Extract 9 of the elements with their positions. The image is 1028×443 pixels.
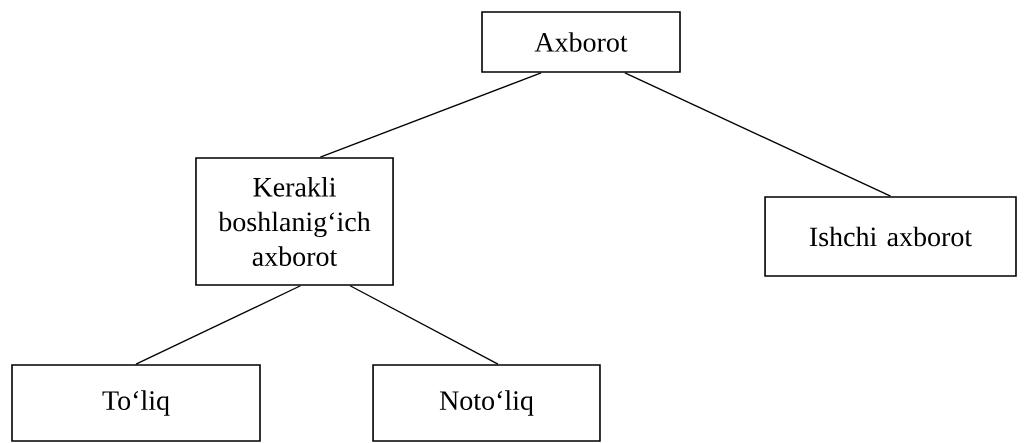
connector-line bbox=[319, 72, 542, 158]
connector-line bbox=[135, 285, 302, 365]
connector-line bbox=[349, 285, 499, 365]
text-box: Noto‘liq bbox=[372, 364, 601, 442]
text-box: Kerakli boshlanig‘ich axborot bbox=[195, 157, 394, 286]
text-box: To‘liq bbox=[11, 364, 261, 442]
text-box: Axborot bbox=[481, 11, 681, 73]
text-box: Ishchi axborot bbox=[764, 196, 1017, 277]
connector-line bbox=[624, 72, 892, 197]
